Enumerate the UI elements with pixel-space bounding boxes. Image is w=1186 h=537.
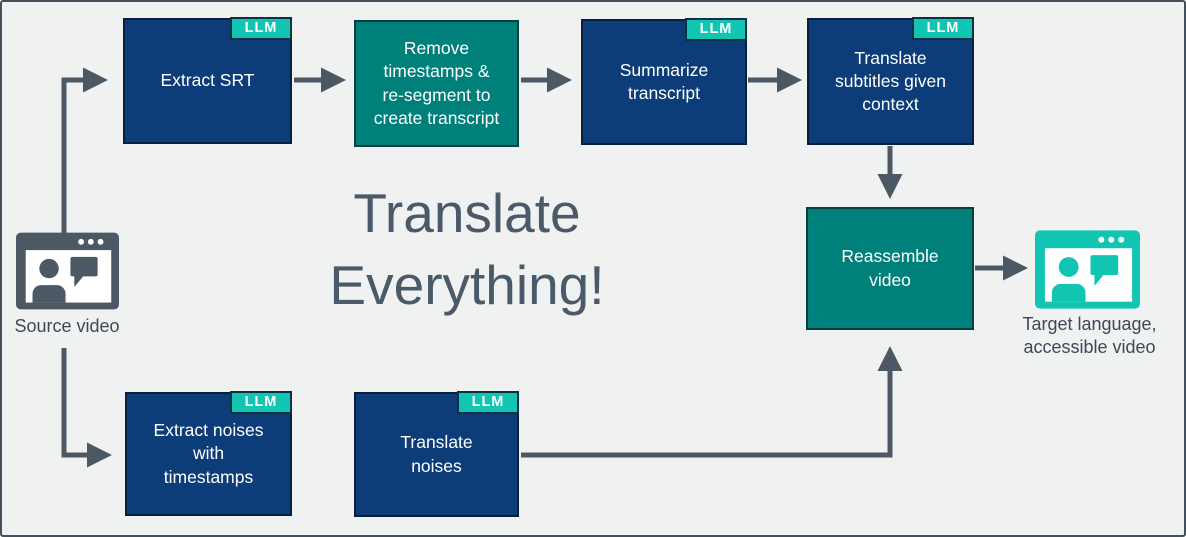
- node-label: Summarize transcript: [619, 59, 709, 103]
- source-video-label: Source video: [14, 316, 120, 336]
- node-reassemble-video: Reassemble video: [806, 207, 974, 330]
- node-label: Remove timestamps & re-segment to create…: [373, 38, 500, 128]
- diagram-title: Translate Everything!: [329, 182, 605, 316]
- source-video-icon: [16, 232, 119, 310]
- llm-badge: LLM: [457, 391, 519, 414]
- node-label: Reassemble video: [841, 246, 939, 290]
- target-video-icon: [1035, 230, 1140, 309]
- llm-badge: LLM: [230, 391, 292, 414]
- node-translate-noises: LLM Translate noises: [354, 391, 519, 517]
- arrow-source-to-extract-srt: [61, 67, 108, 242]
- node-remove-timestamps: Remove timestamps & re-segment to create…: [354, 20, 519, 147]
- node-extract-noises: LLM Extract noises with timestamps: [125, 391, 292, 516]
- target-video-label: Target language, accessible video: [1022, 314, 1157, 357]
- llm-badge: LLM: [230, 17, 292, 40]
- llm-badge: LLM: [912, 17, 974, 40]
- node-summarize-transcript: LLM Summarize transcript: [581, 18, 747, 145]
- node-label: Translate subtitles given context: [835, 47, 946, 115]
- llm-badge: LLM: [685, 18, 747, 41]
- arrow-source-to-extract-noises: [61, 348, 112, 468]
- node-extract-srt: LLM Extract SRT: [123, 17, 292, 144]
- node-label: Extract noises with timestamps: [153, 420, 264, 487]
- node-label: Extract SRT: [160, 70, 255, 91]
- arrow-translate-noises-to-reassemble: [521, 346, 903, 458]
- node-label: Translate noises: [400, 432, 473, 476]
- node-translate-subtitles: LLM Translate subtitles given context: [807, 17, 974, 145]
